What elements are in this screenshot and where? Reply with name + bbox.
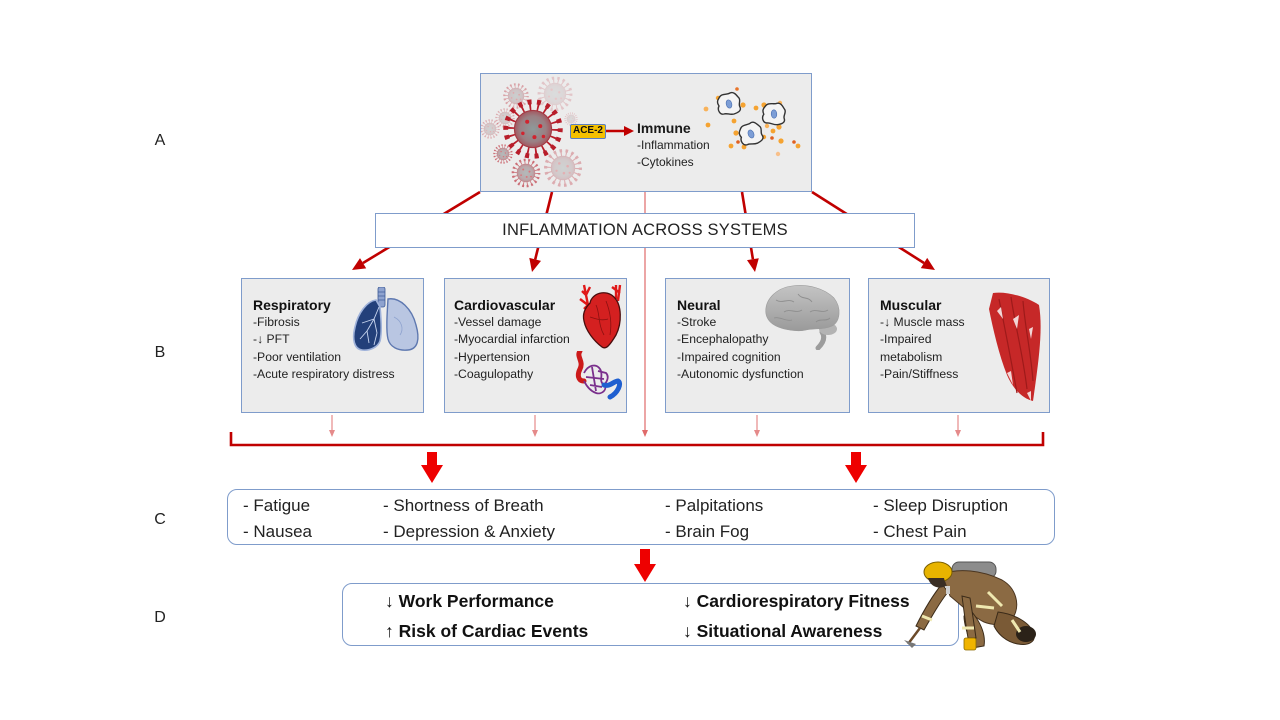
system-item: -Acute respiratory distress [253, 367, 395, 382]
system-item: -Hypertension [454, 349, 530, 364]
symptom-item: - Palpitations [665, 496, 764, 515]
virus-icon-small [492, 143, 514, 165]
virus-icon-small [481, 118, 501, 140]
immune-cell-icon [737, 120, 765, 147]
minor-arrowhead-muscular [955, 430, 961, 437]
system-item: -Impaired cognition [677, 349, 781, 364]
symptom-item: - Shortness of Breath [383, 496, 544, 515]
outcome-item: ↓ Work Performance [385, 591, 554, 611]
symptom-item: - Nausea [243, 522, 312, 541]
immune-response-box: ACE-2 Immune -Inflammation -Cytokines [480, 73, 812, 192]
blood-vessels-icon [575, 351, 623, 400]
system-item: -Poor ventilation [253, 349, 342, 364]
minor-arrowhead-cardiovascular [532, 430, 538, 437]
immune-item: -Cytokines [637, 155, 694, 169]
system-title: Muscular [880, 297, 942, 313]
system-item: -Vessel damage [454, 315, 542, 329]
symptom-item: - Brain Fog [665, 522, 750, 541]
outcome-item: ↓ Situational Awareness [683, 621, 883, 641]
minor-arrowhead-neural [754, 430, 760, 437]
lungs-icon [352, 287, 419, 351]
system-title: Respiratory [253, 297, 331, 313]
panel-label-c: C [154, 511, 166, 528]
arrowhead-muscular [920, 257, 935, 270]
ace2-arrowhead [624, 126, 634, 136]
system-item: -Myocardial infarction [454, 332, 570, 347]
heart-icon [579, 284, 622, 349]
system-item: -Encephalopathy [677, 332, 769, 347]
system-box-muscular: Muscular -↓ Muscle mass -Impaired metabo… [868, 278, 1050, 413]
symptom-item: - Fatigue [243, 496, 311, 515]
immune-item: -Inflammation [637, 138, 710, 152]
minor-arrowhead-respiratory [329, 430, 335, 437]
system-item: -Pain/Stiffness [880, 367, 959, 382]
block-arrow-right [845, 452, 867, 483]
symptom-column: - Sleep Disruption - Chest Pain [873, 493, 1008, 545]
firefighter-icon [904, 561, 1036, 651]
system-item: -Impaired metabolism [880, 332, 943, 364]
system-item: -↓ PFT [253, 332, 290, 347]
panel-label-a: A [154, 132, 166, 149]
system-text: Cardiovascular -Vessel damage -Myocardia… [454, 296, 570, 384]
symptom-item: - Sleep Disruption [873, 496, 1009, 515]
center-connector-arrowhead [642, 430, 648, 437]
system-text: Muscular -↓ Muscle mass -Impaired metabo… [880, 296, 988, 384]
symptom-column: - Fatigue - Nausea [243, 493, 312, 545]
system-box-cardiovascular: Cardiovascular -Vessel damage -Myocardia… [444, 278, 627, 413]
arrowhead-neural [747, 258, 759, 272]
virus-icon-small [504, 84, 528, 108]
system-item: -Autonomic dysfunction [677, 367, 804, 382]
symptom-item: - Chest Pain [873, 522, 967, 541]
outcome-item: ↑ Risk of Cardiac Events [385, 621, 589, 641]
ace2-badge: ACE-2 [570, 124, 606, 139]
arrowhead-cardiovascular [529, 257, 541, 272]
outcomes-box: ↓ Work Performance ↑ Risk of Cardiac Eve… [342, 583, 959, 646]
immune-title: Immune [637, 120, 691, 136]
block-arrow-center [634, 549, 656, 582]
system-text: Respiratory -Fibrosis -↓ PFT -Poor venti… [253, 296, 395, 384]
virus-icon-small [546, 151, 581, 186]
immune-cell-icon [716, 91, 742, 115]
symptoms-box: - Fatigue - Nausea - Shortness of Breath… [227, 489, 1055, 545]
system-item: -Coagulopathy [454, 367, 534, 382]
system-box-respiratory: Respiratory -Fibrosis -↓ PFT -Poor venti… [241, 278, 424, 413]
muscle-icon [989, 292, 1041, 401]
virus-icon-small [513, 160, 539, 186]
outcome-item: ↓ Cardiorespiratory Fitness [683, 591, 910, 611]
symptom-column: - Shortness of Breath - Depression & Anx… [383, 493, 555, 545]
symptom-item: - Depression & Anxiety [383, 522, 555, 541]
system-text: Neural -Stroke -Encephalopathy -Impaired… [677, 296, 804, 384]
brain-icon [765, 285, 840, 350]
convergence-bracket [229, 432, 1045, 447]
virus-and-immune-cells-art [481, 74, 801, 191]
immune-text: Immune -Inflammation -Cytokines [637, 120, 710, 171]
panel-label-d: D [154, 609, 166, 626]
outcome-column: ↓ Cardiorespiratory Fitness ↓ Situationa… [683, 586, 910, 646]
system-title: Neural [677, 297, 721, 313]
system-item: -Fibrosis [253, 315, 300, 329]
outcome-column: ↓ Work Performance ↑ Risk of Cardiac Eve… [385, 586, 588, 646]
system-item: -↓ Muscle mass [880, 315, 965, 329]
symptom-column: - Palpitations - Brain Fog [665, 493, 763, 545]
system-title: Cardiovascular [454, 297, 556, 313]
system-item: -Stroke [677, 315, 717, 329]
system-box-neural: Neural -Stroke -Encephalopathy -Impaired… [665, 278, 850, 413]
panel-label-b: B [154, 344, 166, 361]
arrowhead-respiratory [352, 258, 367, 270]
block-arrow-left [421, 452, 443, 483]
virus-icon-small [539, 78, 571, 110]
inflammation-banner: INFLAMMATION ACROSS SYSTEMS [375, 213, 915, 248]
